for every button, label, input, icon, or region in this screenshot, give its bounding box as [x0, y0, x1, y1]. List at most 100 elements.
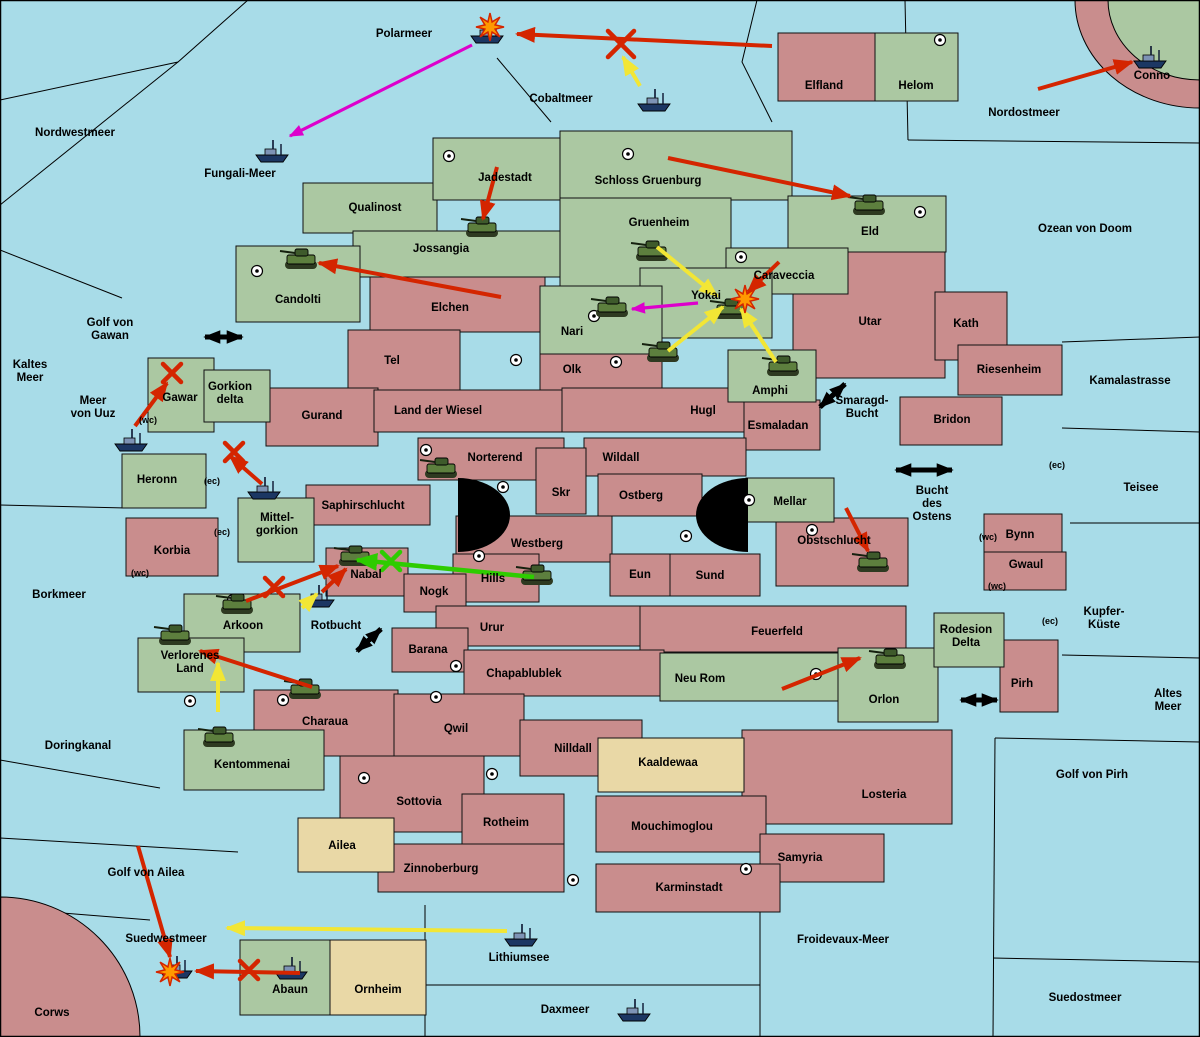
territory-mittelgorkion[interactable]	[237, 497, 315, 563]
territory-rodesion-delta[interactable]	[933, 612, 1005, 668]
tank-turret	[866, 551, 881, 560]
unit-tank-norterend[interactable]	[419, 457, 457, 478]
unit-ship-meer-von-uuz[interactable]	[114, 429, 148, 452]
territory-bynn[interactable]	[983, 513, 1063, 553]
territory-pirh[interactable]	[999, 639, 1059, 713]
sea-border-line	[0, 504, 127, 509]
sea-label: Golf von Pirh	[1056, 769, 1128, 781]
territory-label: Elfland	[805, 80, 843, 92]
territory-bridon[interactable]	[899, 396, 1003, 446]
unit-tank-candolti[interactable]	[279, 248, 317, 269]
unit-ship-lithiumsee[interactable]	[504, 924, 538, 947]
territory-heronn[interactable]	[121, 453, 207, 509]
sea-label: Teisee	[1124, 482, 1159, 494]
failed-move-x	[379, 549, 403, 573]
tank-turret	[776, 355, 791, 364]
territory-losteria[interactable]	[741, 729, 953, 825]
attack-arrow	[228, 454, 264, 486]
territory-kaaldewaa[interactable]	[597, 737, 745, 793]
coast-tag: (wc)	[139, 415, 157, 425]
sea-label: Suedwestmeer	[125, 933, 207, 945]
supply-center-dot	[485, 767, 499, 781]
territory-label: Nilldall	[554, 743, 592, 755]
supply-center-dot	[472, 549, 486, 563]
retreat-arrow	[630, 301, 699, 314]
sea-label: Rotbucht	[311, 620, 362, 632]
territory-land-der-wiesel[interactable]	[373, 389, 563, 433]
territory-tel[interactable]	[347, 329, 461, 393]
territory-label: Heronn	[137, 474, 177, 486]
territory-elchen[interactable]	[369, 269, 546, 333]
tank-barrel	[590, 298, 607, 302]
territory-label: Qualinost	[348, 202, 401, 214]
territory-feuerfeld[interactable]	[639, 605, 907, 653]
territory-urur[interactable]	[435, 605, 641, 647]
supply-center-dot	[566, 873, 580, 887]
unit-tank-jossangia[interactable]	[460, 216, 498, 237]
territory-gwaul[interactable]	[983, 551, 1067, 591]
unit-ship-daxmeer[interactable]	[617, 999, 651, 1022]
territory-elfland[interactable]	[777, 32, 876, 102]
territory-saphirschlucht[interactable]	[305, 484, 431, 526]
territory-gorkion-delta[interactable]	[203, 369, 271, 423]
territory-mellar[interactable]	[745, 477, 835, 523]
territory-sund[interactable]	[669, 553, 761, 597]
supply-center-dot	[742, 493, 756, 507]
sea-border-line	[1061, 336, 1200, 343]
unit-ship-mittelgorkion[interactable]	[247, 477, 281, 500]
territory-label: Charaua	[302, 716, 349, 728]
attack-arrow	[198, 648, 313, 689]
tank-barrel	[515, 566, 532, 570]
territory-schloss-gruenburg[interactable]	[559, 130, 793, 201]
territory-ostberg[interactable]	[597, 473, 703, 517]
territory-zinnoberburg[interactable]	[377, 843, 565, 893]
unit-tank-arkoon[interactable]	[215, 593, 253, 614]
territory-eun[interactable]	[609, 553, 671, 597]
support-arrow	[666, 305, 725, 353]
territory-skr[interactable]	[535, 447, 587, 515]
territory-wildall[interactable]	[583, 437, 747, 477]
ship-hull	[504, 938, 538, 947]
territory-nari[interactable]	[539, 285, 663, 355]
sea-border-line	[0, 837, 239, 853]
territory-barana[interactable]	[391, 627, 469, 673]
strait-arrow	[818, 382, 847, 409]
territory-korbia[interactable]	[125, 517, 219, 577]
territory-corws-island[interactable]	[0, 896, 141, 1037]
territory-label: Eld	[861, 226, 879, 238]
unit-ship-conno[interactable]	[1133, 46, 1167, 69]
unit-tank-kentommenai[interactable]	[197, 726, 235, 747]
sea-label: Doringkanal	[45, 740, 111, 752]
territory-obstschlucht[interactable]	[775, 517, 909, 587]
sea-border-line	[992, 737, 996, 1037]
territory-jossangia[interactable]	[352, 230, 564, 278]
failed-move-x	[262, 575, 286, 599]
territory-label: Ornheim	[354, 984, 401, 996]
unit-tank-gruenheim[interactable]	[630, 240, 668, 261]
territory-ailea[interactable]	[297, 817, 395, 873]
territory-ornheim[interactable]	[329, 939, 427, 1016]
territory-qualinost[interactable]	[302, 182, 438, 234]
unit-tank-orlon[interactable]	[868, 648, 906, 669]
unit-tank-eld[interactable]	[847, 194, 885, 215]
territory-riesenheim[interactable]	[957, 344, 1063, 396]
unit-ship-fungali-meer[interactable]	[255, 140, 289, 163]
territory-label: Jadestadt	[478, 172, 532, 184]
territory-esmaladan[interactable]	[743, 399, 821, 451]
territory-label: Karminstadt	[655, 882, 722, 894]
unit-tank-verlorenes-land[interactable]	[153, 624, 191, 645]
territory-mouchimoglou[interactable]	[595, 795, 767, 853]
unit-ship-cobaltmeer[interactable]	[637, 89, 671, 112]
unit-tank-nari[interactable]	[590, 296, 628, 317]
territory-hugl[interactable]	[561, 387, 749, 433]
attack-arrow	[136, 845, 173, 959]
territory-samyria[interactable]	[759, 833, 885, 883]
tank-turret	[168, 624, 183, 633]
unit-tank-obstschlucht[interactable]	[851, 551, 889, 572]
tank-barrel	[868, 650, 885, 654]
territory-olk[interactable]	[539, 351, 663, 391]
